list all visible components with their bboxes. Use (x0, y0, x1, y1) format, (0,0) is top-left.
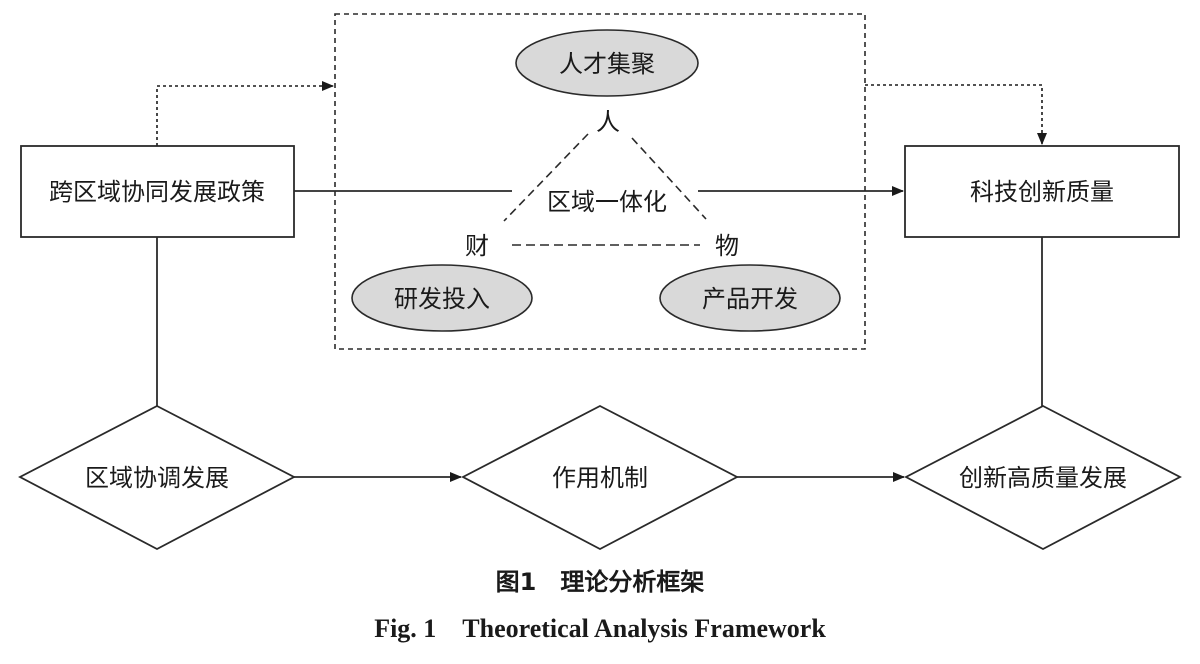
caption-english: Fig. 1 Theoretical Analysis Framework (374, 614, 826, 643)
dotted-arrow-region-to-quality (865, 84, 1047, 145)
rd-ellipse-label: 研发投入 (394, 285, 490, 313)
talent-ellipse (515, 29, 699, 97)
center-label: 区域一体化 (547, 188, 667, 216)
quality-box (904, 145, 1180, 238)
innovation-diamond (904, 404, 1182, 551)
mechanism-diamond (461, 404, 739, 551)
policy-box-label: 跨区域协同发展政策 (49, 178, 265, 206)
dotted-arrow-policy-to-region (156, 81, 334, 146)
product-ellipse (659, 264, 841, 332)
regional-diamond-label: 区域协调发展 (85, 464, 229, 492)
quality-box-label: 科技创新质量 (970, 178, 1114, 206)
regional-diamond (18, 404, 296, 551)
triangle-left-edge (503, 133, 589, 222)
finance-label: 财 (465, 232, 489, 260)
caption-chinese: 图1 理论分析框架 (496, 568, 705, 596)
integration-region-border (334, 13, 866, 350)
mechanism-diamond-label: 作用机制 (552, 464, 648, 492)
product-ellipse-label: 产品开发 (702, 285, 798, 313)
people-label: 人 (596, 108, 620, 136)
talent-ellipse-label: 人才集聚 (559, 50, 655, 78)
material-label: 物 (715, 232, 739, 260)
innovation-diamond-label: 创新高质量发展 (959, 464, 1127, 492)
rd-ellipse (351, 264, 533, 332)
triangle-right-edge (631, 137, 707, 220)
